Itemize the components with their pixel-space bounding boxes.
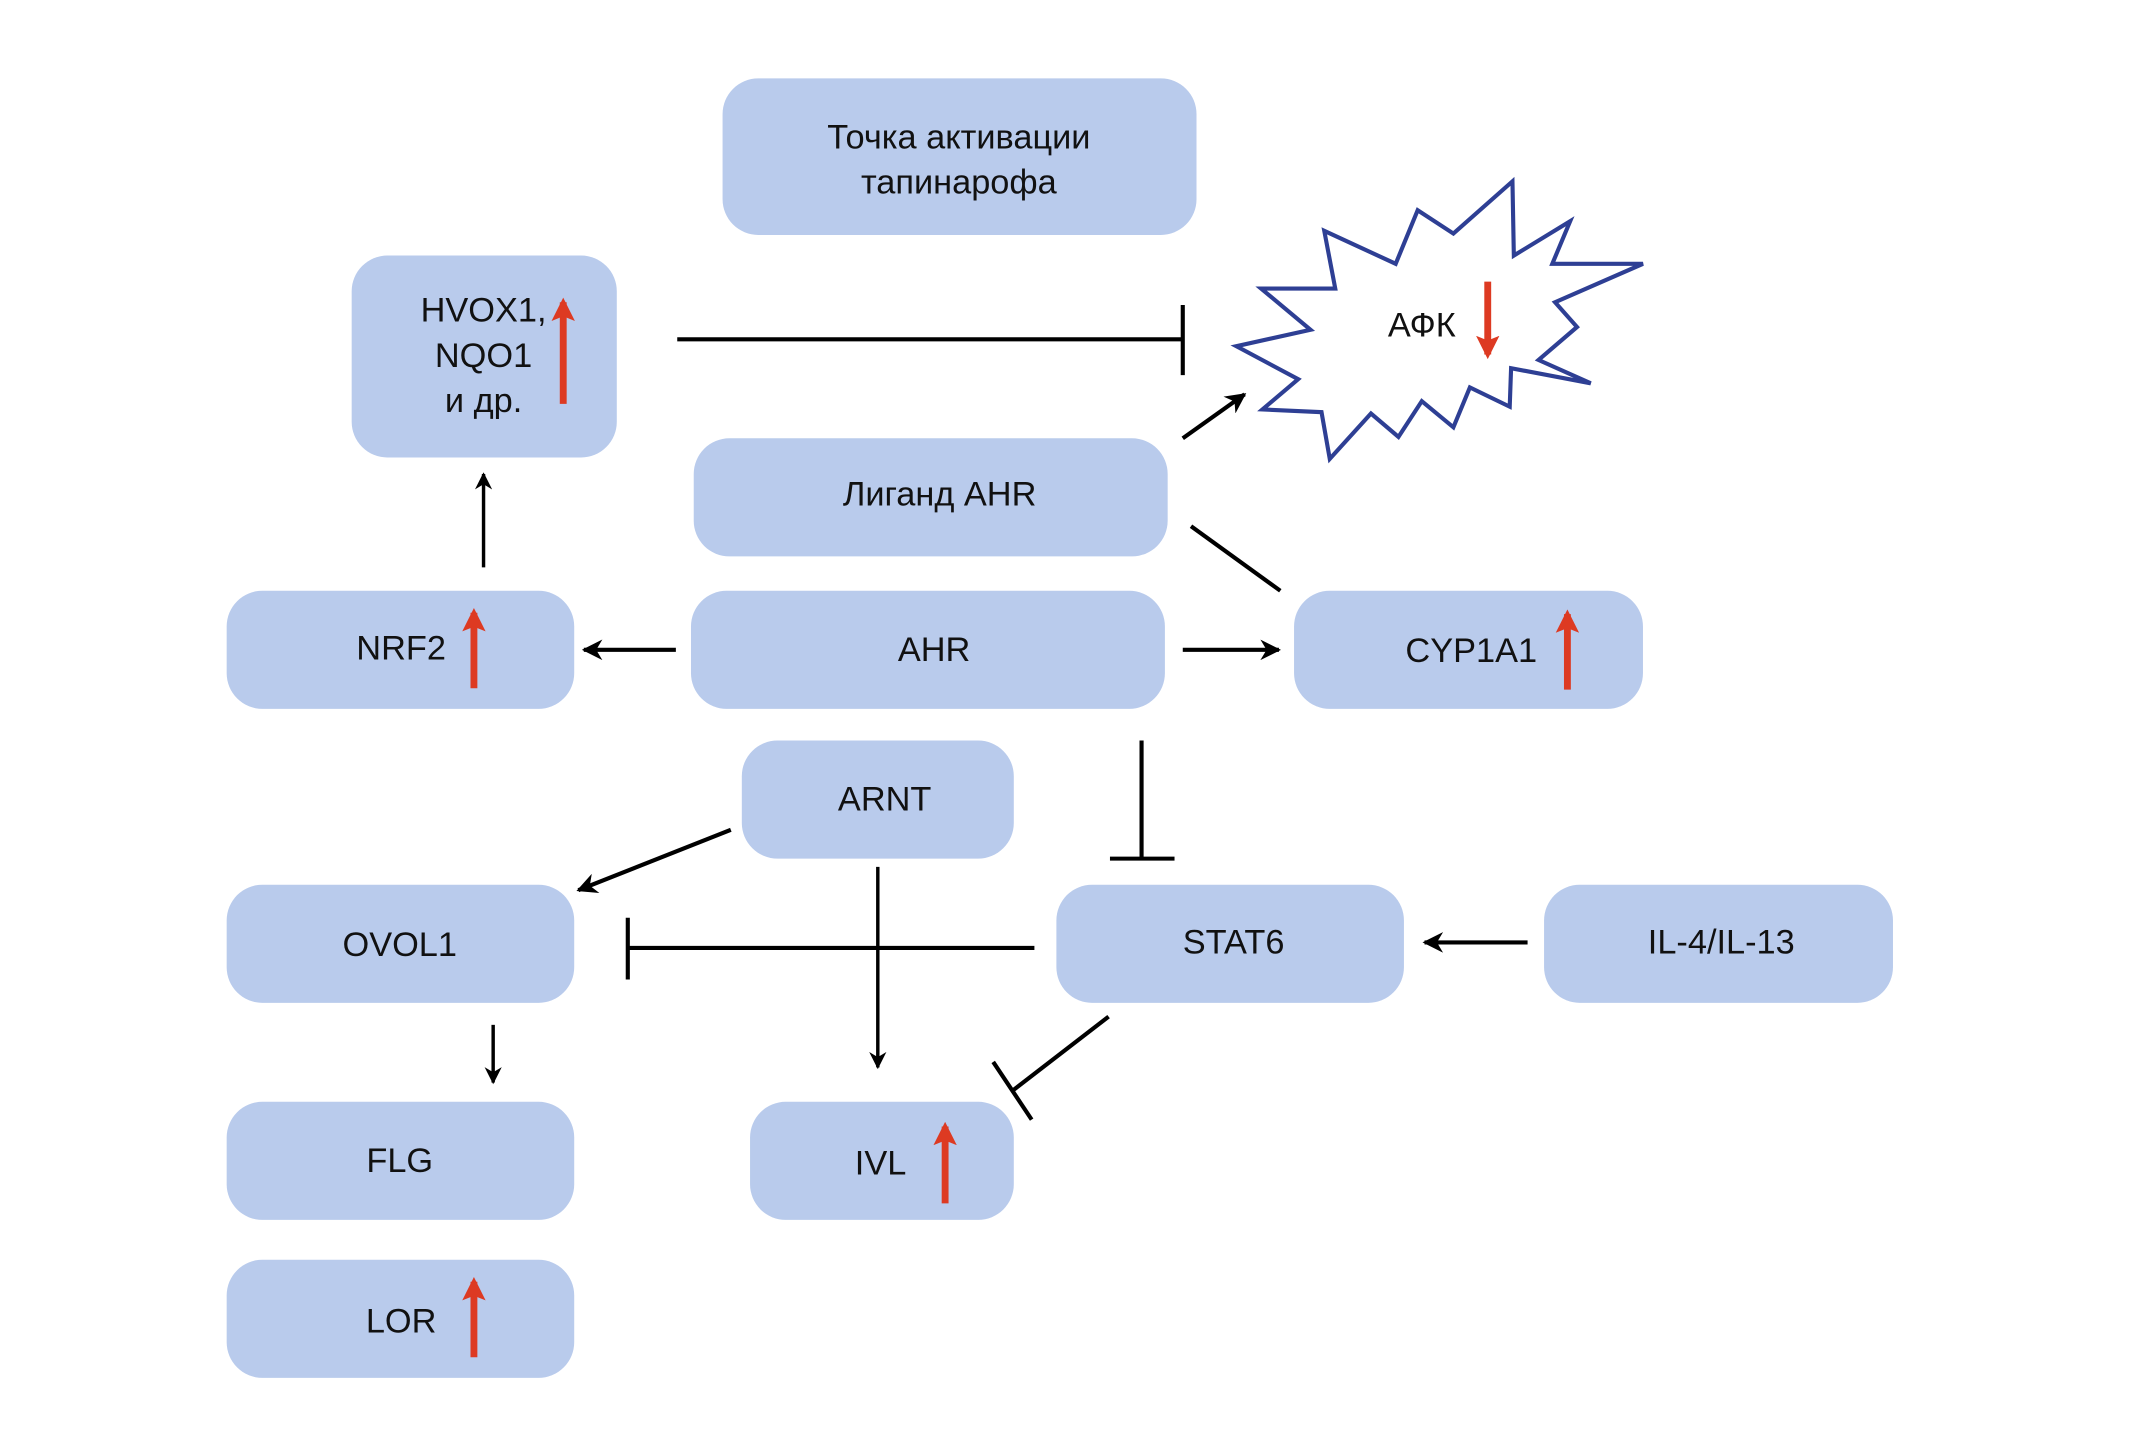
svg-text:Точка активации: Точка активации [827,118,1090,156]
edge-ligand-cyp1a1 [1189,524,1282,593]
node-label: NQO1 [435,337,532,375]
node-cyp1a1: CYP1A1 [1294,590,1643,709]
node-ros: АФК [1230,176,1644,464]
node-label: CYP1A1 [1405,632,1537,670]
node-label: Лиганд AHR [843,476,1037,514]
node-ligand-ahr: Лиганд AHR [693,438,1168,557]
node-label: IVL [855,1145,907,1183]
node-label: AHR [898,631,970,669]
edge-hvox1-inhibits-ros [677,305,1185,376]
edge-ligand-to-ros [1181,392,1247,440]
node-ovol1: OVOL1 [226,884,575,1003]
node-label: и др. [445,382,522,420]
node-label: NRF2 [356,629,446,667]
node-label: Точка активации [827,118,1090,156]
node-label: HVOX1, [421,292,547,330]
node-lor: LOR [226,1259,575,1378]
node-activation-point: Точка активации тапинарофа [722,78,1197,235]
starburst-shape [1230,176,1644,464]
node-label: LOR [366,1303,437,1341]
node-ivl: IVL [750,1101,1014,1220]
node-flg: FLG [226,1101,575,1220]
node-il4-il13: IL-4/IL-13 [1544,884,1893,1003]
node-label: IL-4/IL-13 [1648,923,1795,961]
node-label: STAT6 [1183,923,1285,961]
node-label: АФК [1388,307,1456,345]
edge-stat6-inhibits-ivl [991,1014,1110,1121]
edge-ahr-inhibits-stat6 [1109,740,1175,861]
svg-text:тапинарофа: тапинарофа [861,164,1058,202]
edge-stat6-inhibits-ovol1 [625,917,1035,980]
node-stat6: STAT6 [1056,884,1404,1003]
node-label: FLG [366,1142,433,1180]
node-label: тапинарофа [861,164,1058,202]
edge-arnt-to-ovol1 [576,827,732,893]
node-ahr: AHR [690,590,1165,709]
node-hvox1: HVOX1, NQO1 и др. [351,255,617,458]
node-label: OVOL1 [343,926,457,964]
node-arnt: ARNT [741,740,1014,859]
node-label: ARNT [838,781,931,819]
node-nrf2: NRF2 [226,590,575,709]
